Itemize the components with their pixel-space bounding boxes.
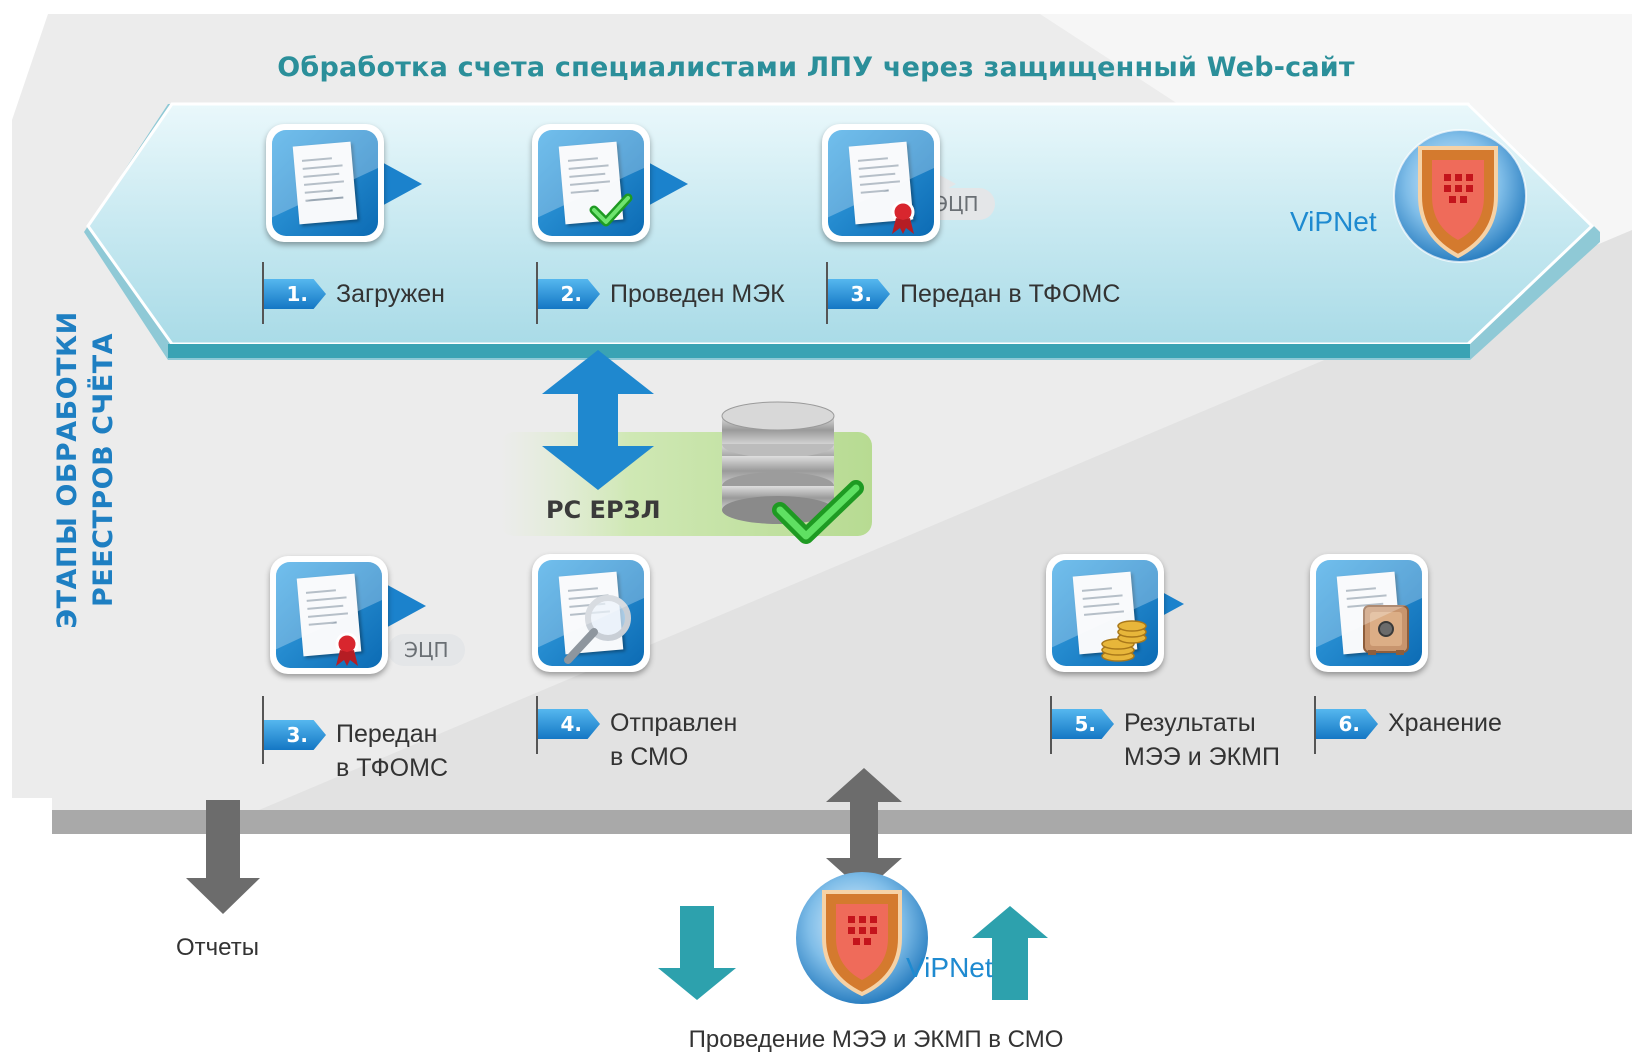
database-label: РС ЕРЗЛ — [546, 496, 661, 524]
vipnet-logo-text-bottom: ViPNet — [906, 952, 993, 983]
pointer-shape — [382, 582, 426, 630]
bottom-caption: Проведение МЭЭ и ЭКМП в СМО — [688, 1026, 1064, 1053]
step-label-line-1: Передан — [336, 720, 438, 748]
side-title-line-1: ЭТАПЫ ОБРАБОТКИ — [52, 311, 83, 629]
pointer-shape — [378, 160, 422, 208]
step-divider — [262, 696, 264, 764]
step-badge: 6. — [1316, 709, 1378, 739]
pointer-shape — [644, 160, 688, 208]
vipnet-shield-icon-bottom — [796, 872, 928, 1004]
vipnet-shield-icon — [1393, 129, 1527, 263]
step-badge: 4. — [538, 709, 600, 739]
step-badge: 5. — [1052, 709, 1114, 739]
step-badge: 3. — [828, 279, 890, 309]
step-label-line-2: в ТФОМС — [336, 754, 448, 782]
step-label: Передан в ТФОМС — [900, 280, 1121, 308]
database-icon — [721, 401, 835, 524]
document-safe-icon — [1310, 554, 1428, 672]
step-label-line-1: Результаты — [1124, 709, 1256, 737]
document-icon — [266, 124, 384, 242]
step-label: Загружен — [336, 280, 445, 308]
step-badge: 2. — [538, 279, 600, 309]
document-seal-icon — [822, 124, 940, 242]
signature-tag: ЭЦП — [388, 634, 465, 666]
document-seal-icon — [270, 556, 388, 674]
step-label-line-1: Отправлен — [610, 709, 738, 737]
document-coins-icon — [1046, 554, 1164, 672]
step-divider — [1314, 696, 1316, 754]
step-label: Проведен МЭК — [610, 280, 785, 308]
step-badge: 3. — [264, 720, 326, 750]
step-badge: 1. — [264, 279, 326, 309]
step-divider — [536, 262, 538, 324]
step-divider — [536, 696, 538, 754]
vipnet-logo-text: ViPNet — [1290, 206, 1377, 237]
side-title: ЭТАПЫ ОБРАБОТКИ РЕЕСТРОВ СЧЁТА — [50, 180, 130, 760]
step-divider — [1050, 696, 1052, 754]
document-checkmark-icon — [532, 124, 650, 242]
document-magnifier-icon — [532, 554, 650, 672]
step-label: Хранение — [1388, 709, 1502, 737]
step-label-line-2: в СМО — [610, 743, 689, 771]
step-divider — [826, 262, 828, 324]
side-title-line-2: РЕЕСТРОВ СЧЁТА — [88, 332, 119, 608]
reports-label: Отчеты — [176, 934, 259, 961]
step-divider — [262, 262, 264, 324]
diagram-title: Обработка счета специалистами ЛПУ через … — [277, 52, 1355, 83]
step-label-line-2: МЭЭ и ЭКМП — [1124, 743, 1280, 771]
